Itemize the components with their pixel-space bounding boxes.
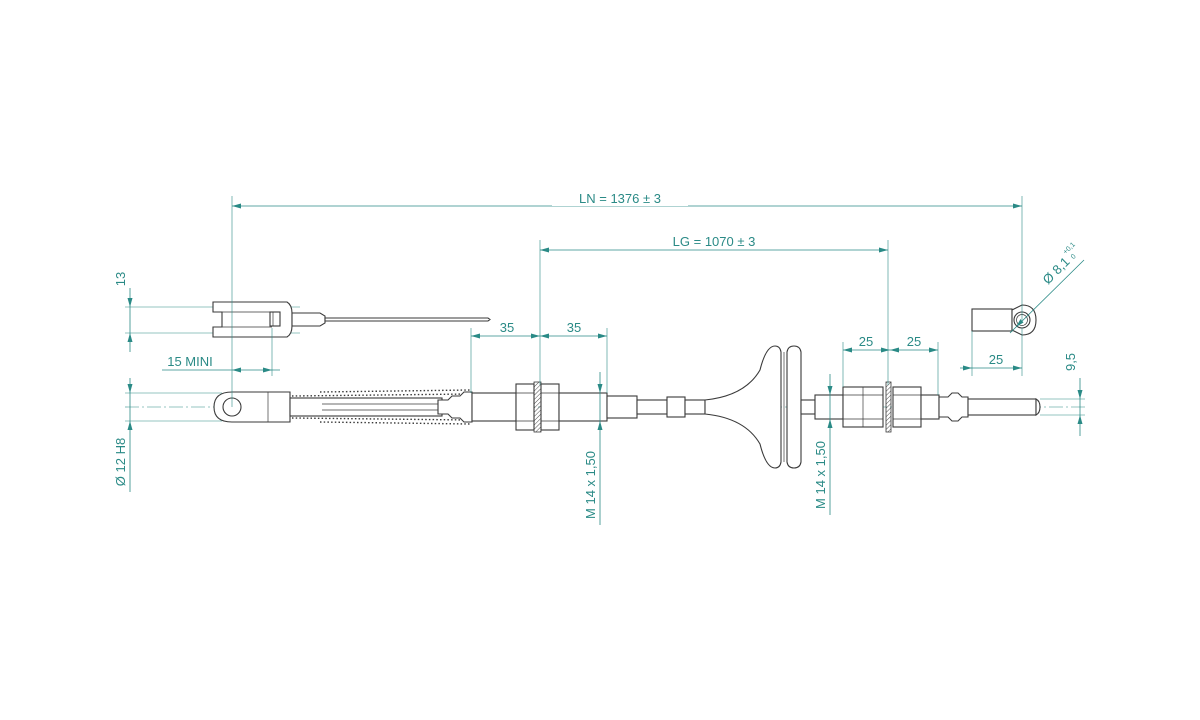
left-thread-dimension bbox=[597, 372, 603, 525]
dia-12h8-label: Ø 12 H8 bbox=[113, 438, 128, 486]
lg-dimension-label: LG = 1070 ± 3 bbox=[673, 234, 756, 249]
fork-13-label: 13 bbox=[113, 272, 128, 286]
cable-assembly bbox=[213, 345, 1041, 469]
left-thread-label: M 14 x 1,50 bbox=[583, 451, 598, 519]
right-thread-dimension bbox=[827, 374, 833, 515]
eye-tolerance-lower: 0 bbox=[1070, 253, 1078, 261]
eye-diameter-leader bbox=[1009, 259, 1085, 334]
fork-15-mini-label: 15 MINI bbox=[167, 354, 213, 369]
rod-9-5-label: 9,5 bbox=[1063, 353, 1078, 371]
dia-12h8-dimension bbox=[125, 378, 222, 492]
fork-15-mini-dimension bbox=[162, 328, 280, 376]
left-35-dimensions bbox=[470, 328, 608, 393]
rod-9-5-dimension bbox=[1040, 378, 1085, 436]
lg-dimension bbox=[539, 240, 889, 385]
right-25-dimensions bbox=[842, 342, 939, 395]
eye-end-top-view bbox=[971, 304, 1037, 336]
eye-diameter-label: Ø 8,1 bbox=[1040, 254, 1073, 287]
ln-dimension-label: LN = 1376 ± 3 bbox=[579, 191, 661, 206]
left-35-a-label: 35 bbox=[500, 320, 514, 335]
right-thread-label: M 14 x 1,50 bbox=[813, 441, 828, 509]
left-35-b-label: 35 bbox=[567, 320, 581, 335]
eye-25-dimension bbox=[960, 328, 1023, 376]
eye-25-label: 25 bbox=[989, 352, 1003, 367]
right-25-b-label: 25 bbox=[907, 334, 921, 349]
fork-end-top-view bbox=[125, 301, 491, 338]
fork-13-dimension bbox=[127, 288, 133, 352]
right-25-a-label: 25 bbox=[859, 334, 873, 349]
ln-dimension bbox=[231, 190, 1023, 407]
eye-tolerance-upper: +0,1 bbox=[1062, 241, 1077, 256]
